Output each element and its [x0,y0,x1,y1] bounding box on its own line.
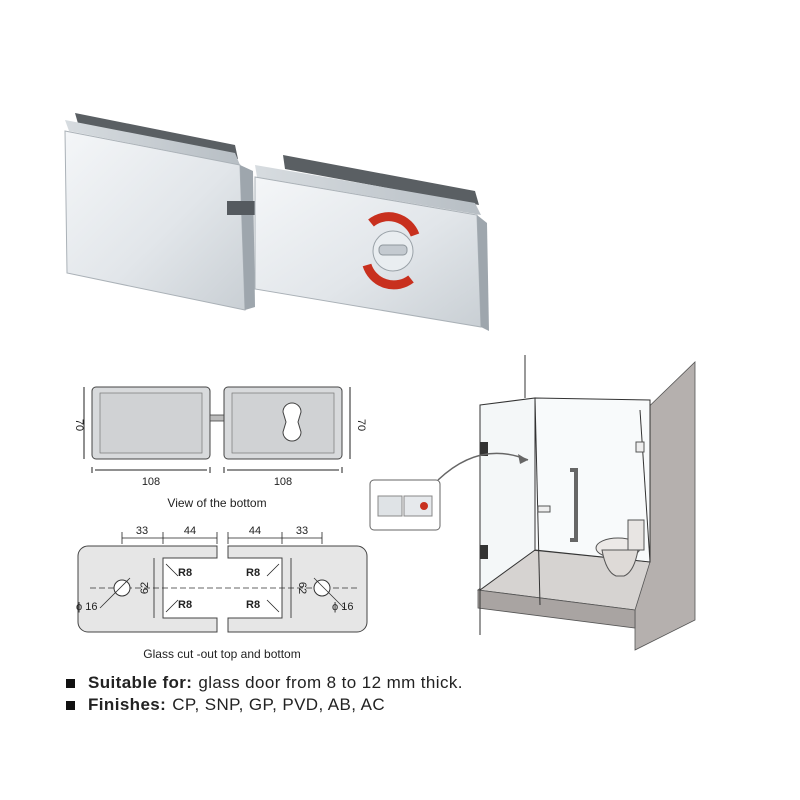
hinge-product-photo [64,113,489,331]
spec-key: Finishes: [88,695,167,714]
hole-right [313,579,331,597]
door-handle [570,468,578,542]
hole-dim-right: ϕ 16 [332,601,353,613]
bottom-pin [209,414,225,422]
dim-height-left: 70 [73,419,85,431]
glass-cutout-drawing: 33 44 44 33 ϕ 16 ϕ 16 62 62 R8 R8 R8 R8 … [76,525,368,661]
bottom-view-drawing: 108 108 70 70 View of the bottom [73,386,367,510]
hinge-top [480,442,488,456]
spec-value: CP, SNP, GP, PVD, AB, AC [172,695,385,714]
radius-bl: R8 [178,599,192,611]
bullet-icon [66,678,75,688]
hole-left [113,579,131,597]
dim-width-right: 108 [274,476,292,488]
dim-33-right: 33 [296,525,308,537]
hinge-pin [227,201,263,215]
spec-suitable: Suitable for: glass door from 8 to 12 mm… [66,672,766,694]
dim-62-left: 62 [139,582,151,594]
spec-value: glass door from 8 to 12 mm thick. [198,673,463,692]
radius-tr: R8 [246,567,260,579]
pointer-arrow [437,452,529,481]
bullet-icon [66,700,75,710]
glass-panel-right [227,545,368,633]
spec-key: Suitable for: [88,673,193,692]
dim-44-right: 44 [249,525,261,537]
right-clamp [254,155,489,331]
indicator-knob-icon [362,212,420,290]
dim-44-left: 44 [184,525,196,537]
glass-panel-left [77,545,218,633]
cutout-caption: Glass cut -out top and bottom [143,647,300,661]
bottom-view-caption: View of the bottom [167,496,266,510]
spec-finishes: Finishes: CP, SNP, GP, PVD, AB, AC [66,694,766,716]
left-clamp [64,113,255,311]
dim-33-left: 33 [136,525,148,537]
toilet-icon [595,519,645,577]
dim-height-right: 70 [355,419,367,431]
hinge-bottom [480,545,488,559]
installation-illustration [369,355,696,651]
inset-hinge-photo [369,479,441,531]
radius-tl: R8 [178,567,192,579]
specs-list: Suitable for: glass door from 8 to 12 mm… [66,672,766,716]
dim-62-right: 62 [296,582,308,594]
keyhole-icon [282,402,302,442]
dim-width-left: 108 [142,476,160,488]
radius-br: R8 [246,599,260,611]
hole-dim-left: ϕ 16 [76,601,97,613]
